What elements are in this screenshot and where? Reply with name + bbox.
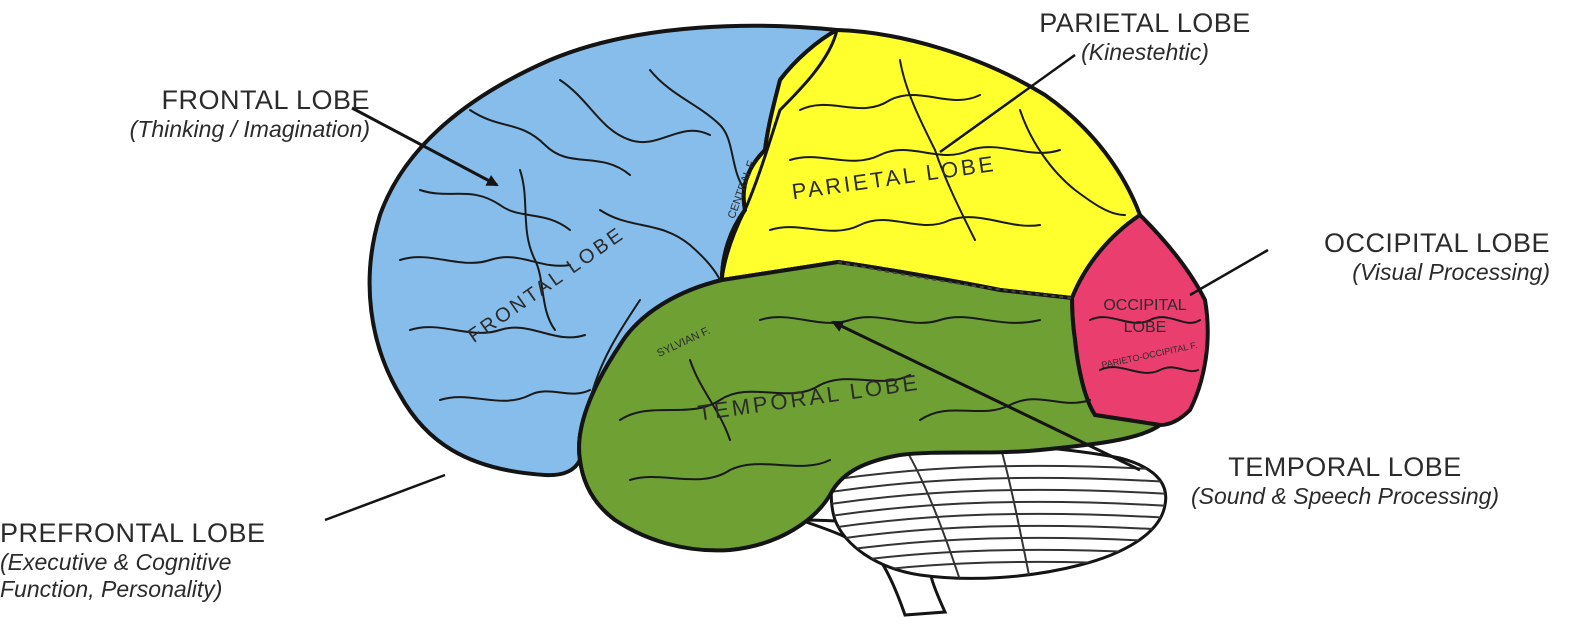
prefrontal-pointer-line bbox=[325, 475, 445, 520]
frontal-label-title: FRONTAL LOBE bbox=[30, 85, 370, 116]
prefrontal-label: PREFRONTAL LOBE (Executive & Cognitive F… bbox=[0, 518, 340, 603]
occipital-label: OCCIPITAL LOBE (Visual Processing) bbox=[1270, 228, 1550, 286]
occipital-region-text-lobe: LOBE bbox=[1124, 319, 1167, 336]
parietal-label: PARIETAL LOBE (Kinestehtic) bbox=[1000, 8, 1290, 66]
occipital-label-subtitle: (Visual Processing) bbox=[1270, 259, 1550, 286]
occipital-region-text: OCCIPITAL bbox=[1103, 297, 1186, 314]
parietal-label-title: PARIETAL LOBE bbox=[1000, 8, 1290, 39]
frontal-label: FRONTAL LOBE (Thinking / Imagination) bbox=[30, 85, 370, 143]
occipital-label-title: OCCIPITAL LOBE bbox=[1270, 228, 1550, 259]
temporal-label: TEMPORAL LOBE (Sound & Speech Processing… bbox=[1130, 452, 1560, 510]
occipital-pointer-line bbox=[1190, 250, 1268, 295]
prefrontal-label-title: PREFRONTAL LOBE bbox=[0, 518, 340, 549]
parietal-label-subtitle: (Kinestehtic) bbox=[1000, 39, 1290, 66]
frontal-label-subtitle: (Thinking / Imagination) bbox=[30, 116, 370, 143]
temporal-label-title: TEMPORAL LOBE bbox=[1130, 452, 1560, 483]
prefrontal-label-subtitle-1: (Executive & Cognitive bbox=[0, 549, 340, 576]
temporal-label-subtitle: (Sound & Speech Processing) bbox=[1130, 483, 1560, 510]
prefrontal-label-subtitle-2: Function, Personality) bbox=[0, 576, 340, 603]
